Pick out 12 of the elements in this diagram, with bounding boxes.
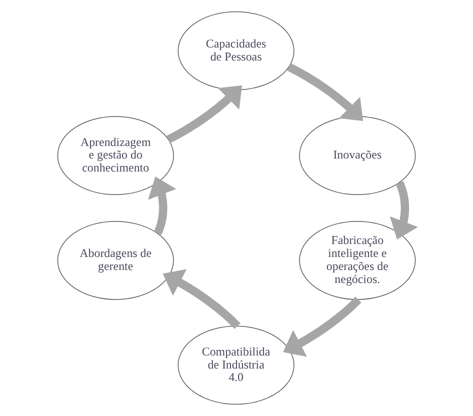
node-ellipse: Abordagens de gerente [57, 220, 174, 300]
arrow [162, 269, 240, 329]
node-ellipse: Fabricação inteligente e operações de negócios. [299, 220, 416, 300]
node-ellipse: Compatibilida de Indústria 4.0 [178, 326, 294, 405]
arrow [283, 296, 362, 357]
arrow [287, 63, 364, 121]
arrow [148, 176, 176, 235]
node-ellipse: Capacidades de Pessoas [178, 11, 294, 90]
node-ellipse: Aprendizagem e gestão do conhecimento [57, 116, 174, 196]
node-ellipse: Inovações [299, 116, 416, 196]
arrow [390, 181, 418, 240]
arrow [166, 85, 242, 144]
